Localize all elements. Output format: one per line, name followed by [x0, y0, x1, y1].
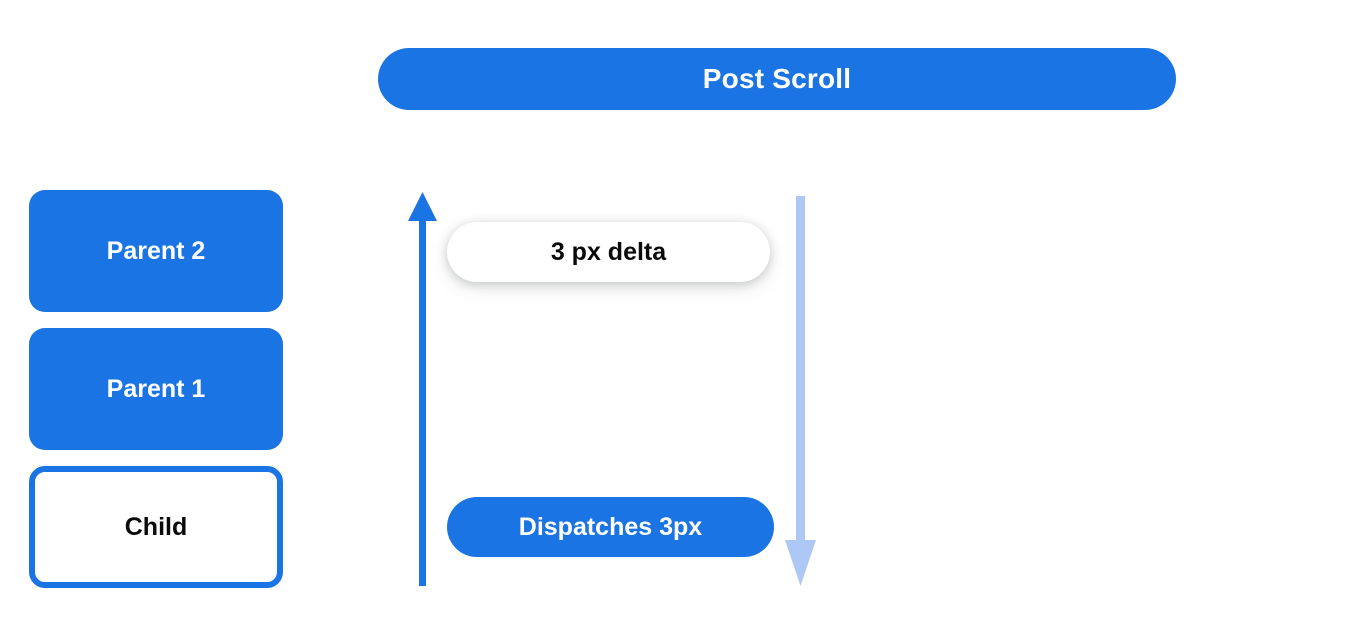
node-box-child: Child — [29, 466, 283, 588]
delta-callout-pill: 3 px delta — [447, 222, 770, 282]
post-scroll-header-label: Post Scroll — [702, 63, 852, 94]
node-label-child: Child — [124, 512, 188, 541]
node-stack: Parent 2 Parent 1 Child — [29, 190, 283, 588]
delta-callout-label: 3 px delta — [550, 237, 667, 266]
dispatch-callout-label: Dispatches 3px — [518, 512, 703, 541]
dispatch-callout-pill: Dispatches 3px — [447, 497, 774, 557]
node-box-parent-2: Parent 2 — [29, 190, 283, 312]
node-label-parent-2: Parent 2 — [106, 236, 206, 265]
scroll-consumption-down-arrow-icon — [785, 196, 816, 586]
node-label-parent-1: Parent 1 — [106, 374, 206, 403]
scroll-propagation-up-arrow-icon — [408, 192, 437, 586]
node-box-parent-1: Parent 1 — [29, 328, 283, 450]
post-scroll-header-pill: Post Scroll — [378, 48, 1176, 110]
